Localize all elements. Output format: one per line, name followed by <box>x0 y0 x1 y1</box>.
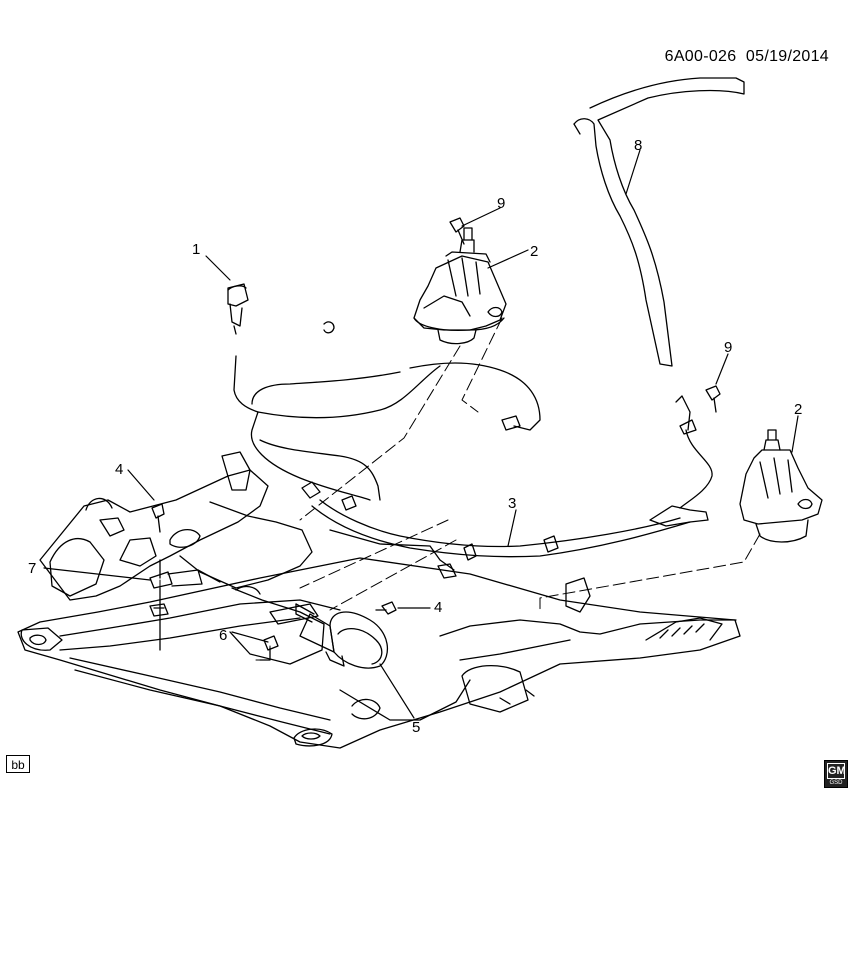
diagram-header: 6A00-026 05/19/2014 <box>665 48 829 66</box>
callout-1: 1 <box>192 241 200 258</box>
reference-lines <box>159 317 761 661</box>
gm-logo: GM GSD <box>824 760 848 788</box>
callout-2-right: 2 <box>794 401 802 418</box>
callout-4-right: 4 <box>434 599 442 616</box>
leader-lines <box>43 149 799 719</box>
bolt-4-right <box>375 601 397 615</box>
callout-3: 3 <box>508 495 516 512</box>
engine-mount-upper <box>413 227 507 345</box>
callout-8: 8 <box>634 137 642 154</box>
callout-2-upper: 2 <box>530 243 538 260</box>
engine-cradle <box>17 451 741 749</box>
bolt-9-right <box>705 385 721 413</box>
callout-9-upper: 9 <box>497 195 505 212</box>
bolt-9-upper <box>449 217 465 245</box>
bolt-4-left <box>151 503 165 533</box>
bracket-6 <box>259 635 279 661</box>
diagram-code: 6A00-026 <box>664 48 737 65</box>
gm-logo-sub: GSD <box>829 780 843 786</box>
callout-6: 6 <box>219 627 227 644</box>
gm-logo-text: GM <box>827 763 846 779</box>
callout-7: 7 <box>28 560 36 577</box>
sensor-1 <box>227 283 249 335</box>
engine-mount-right <box>739 429 823 543</box>
wiring-harness-3 <box>233 321 713 579</box>
vent-tube-8 <box>573 77 745 367</box>
callout-9-right: 9 <box>724 339 732 356</box>
callouts: 1 2 2 3 4 4 5 6 7 8 9 9 <box>28 137 802 736</box>
bb-badge: bb <box>6 755 30 773</box>
diagram-date: 05/19/2014 <box>745 48 829 65</box>
callout-4-left: 4 <box>115 461 123 478</box>
actuator-5 <box>295 603 389 669</box>
callout-5: 5 <box>412 719 420 736</box>
clip-6-left <box>149 603 169 617</box>
